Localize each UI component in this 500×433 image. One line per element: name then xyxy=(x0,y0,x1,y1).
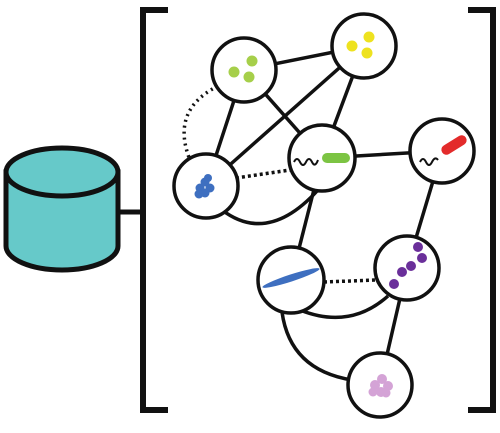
node-red-flagellated-rod[interactable] xyxy=(408,117,476,185)
fusiform-bacterium-icon xyxy=(262,268,320,288)
flagellated-bacillus-icon xyxy=(293,153,350,166)
coccus-cluster-icon xyxy=(346,31,375,59)
coccus-cluster-icon xyxy=(228,55,258,83)
node-lime-cocci[interactable] xyxy=(210,36,278,104)
edges xyxy=(182,44,444,386)
flagellated-bacillus-icon xyxy=(419,135,467,166)
edge-lime-blue-dotted xyxy=(182,84,219,161)
streptococcus-chain-icon xyxy=(389,242,427,289)
staphylococcus-icon xyxy=(368,374,393,398)
right-bracket-icon xyxy=(468,7,496,413)
staphylococcus-icon xyxy=(194,174,215,199)
edge-fusiform-purple-curved xyxy=(299,294,390,320)
left-bracket-icon xyxy=(140,7,168,413)
node-green-flagellated-rod[interactable] xyxy=(287,123,357,193)
node-purple-chain[interactable] xyxy=(373,234,441,302)
node-yellow-cocci[interactable] xyxy=(330,12,398,80)
edge-fusiform-pink-curved xyxy=(280,311,353,382)
edge-fusiform-purple-dotted xyxy=(323,278,377,284)
nodes xyxy=(172,12,476,419)
node-pink-cluster[interactable] xyxy=(346,351,414,419)
edge-blue-green-curved xyxy=(220,188,320,226)
edge-blue-green-dotted xyxy=(235,168,291,180)
edge-yellow-blue xyxy=(204,44,366,188)
database-cylinder-icon xyxy=(3,145,121,273)
node-blue-fusiform[interactable] xyxy=(256,245,326,315)
database-body xyxy=(3,169,121,273)
node-blue-cluster[interactable] xyxy=(172,152,240,220)
database-top xyxy=(3,145,121,199)
